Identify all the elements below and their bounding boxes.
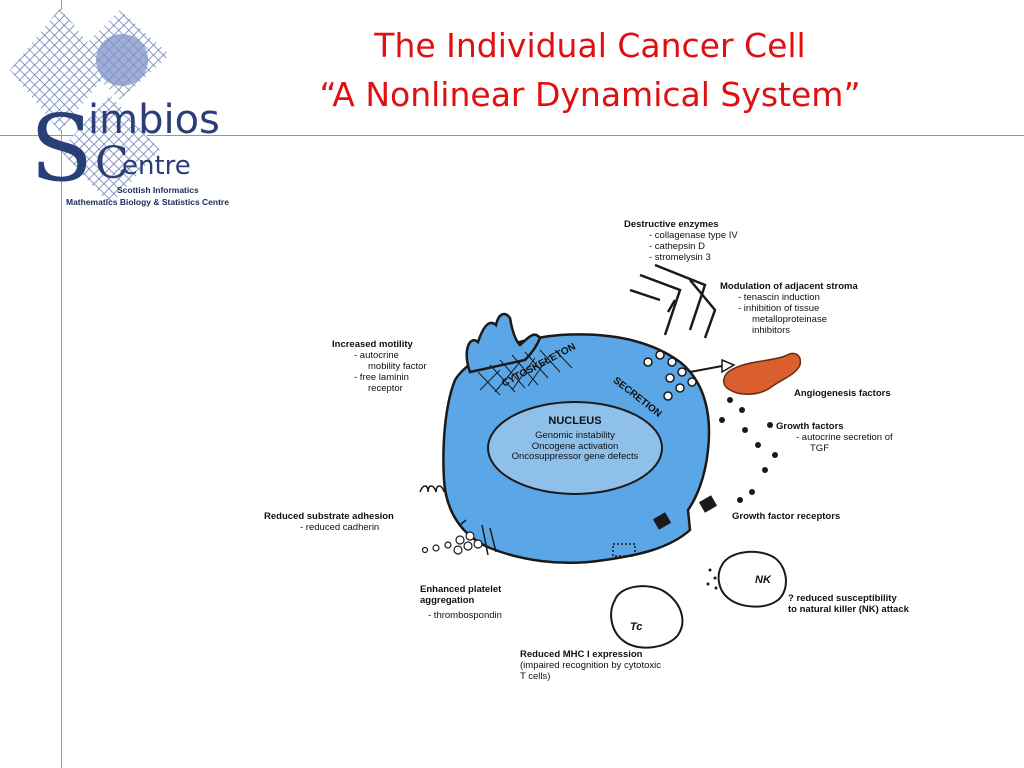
label-mhc-expression: Reduced MHC I expression (impaired recog… (520, 649, 661, 682)
logo-big-s: S (30, 95, 93, 202)
secretion-vesicles (643, 350, 697, 401)
growth-factor-dots (719, 397, 778, 503)
nk-label: NK (755, 574, 771, 586)
logo-entre: entre (122, 151, 191, 181)
nucleus-line: Oncosuppressor gene defects (511, 451, 639, 462)
vertical-rule (61, 0, 62, 768)
label-platelet-aggregation: Enhanced platelet aggregation - thrombos… (420, 584, 502, 621)
nucleus-line: Genomic instability (535, 430, 615, 441)
label-stroma-modulation: Modulation of adjacent stroma - tenascin… (720, 281, 858, 336)
logo-grid-diamond-left (10, 8, 110, 132)
logo-subtitle-1: Scottish Informatics (117, 185, 199, 195)
simbios-logo: S imbios C entre (10, 8, 220, 205)
logo-big-c: C (95, 138, 129, 189)
label-growth-factor-receptors: Growth factor receptors (732, 511, 841, 522)
label-nk-susceptibility: ? reduced susceptibility to natural kill… (788, 593, 909, 615)
nucleus-line: Oncogene activation (531, 440, 619, 452)
logo-globe (96, 34, 148, 86)
tc-label: Tc (630, 621, 643, 633)
slide-title-line-2: “A Nonlinear Dynamical System” (319, 75, 861, 114)
nucleus (487, 401, 663, 495)
label-increased-motility: Increased motility - autocrine mobility … (332, 339, 427, 394)
nk-cell (717, 550, 787, 608)
mhc-marker (612, 543, 636, 557)
label-destructive-enzymes: Destructive enzymes - collagenase type I… (624, 219, 738, 263)
secretion-arrowhead (721, 358, 736, 374)
cell-protrusions (465, 312, 542, 374)
cytoskeleton-fibres (477, 349, 573, 396)
platelet-cluster (421, 531, 483, 555)
label-growth-factors: Growth factors - autocrine secretion of … (776, 421, 893, 454)
secretion-arrow (689, 365, 723, 373)
logo-imbios: imbios (88, 97, 220, 143)
angiogenesis-blob (723, 352, 802, 395)
tc-cell (610, 585, 684, 649)
nk-attack-dots (706, 568, 718, 590)
platelet-marks (459, 519, 497, 556)
logo-subtitle-2: Mathematics Biology & Statistics Centre (66, 197, 229, 207)
label-angiogenesis: Angiogenesis factors (794, 388, 891, 399)
destructive-arrows (629, 263, 717, 339)
label-substrate-adhesion: Reduced substrate adhesion - reduced cad… (264, 511, 394, 533)
horizontal-rule (0, 135, 1024, 136)
slide-title-line-1: The Individual Cancer Cell (374, 26, 806, 65)
adhesion-coil (419, 485, 445, 493)
receptor-2 (652, 512, 672, 530)
logo-grid-diamond-bottom (60, 95, 160, 205)
nucleus-lines: Genomic instability Oncogene activation … (490, 430, 660, 463)
nucleus-title: NUCLEUS (548, 415, 602, 427)
growth-factor-receptor (698, 495, 718, 513)
